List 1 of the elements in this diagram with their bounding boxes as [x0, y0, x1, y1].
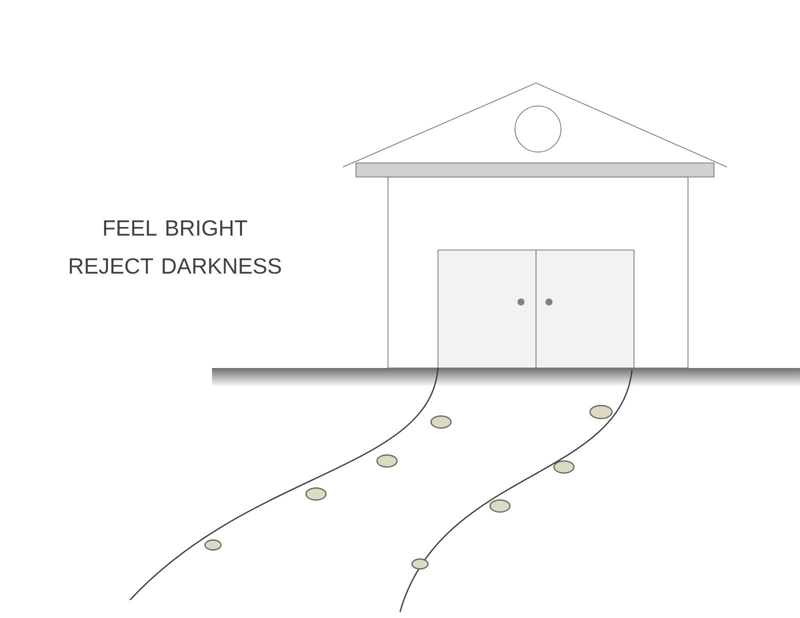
slogan-text: FEEL BRIGHT REJECT DARKNESS: [70, 220, 281, 274]
